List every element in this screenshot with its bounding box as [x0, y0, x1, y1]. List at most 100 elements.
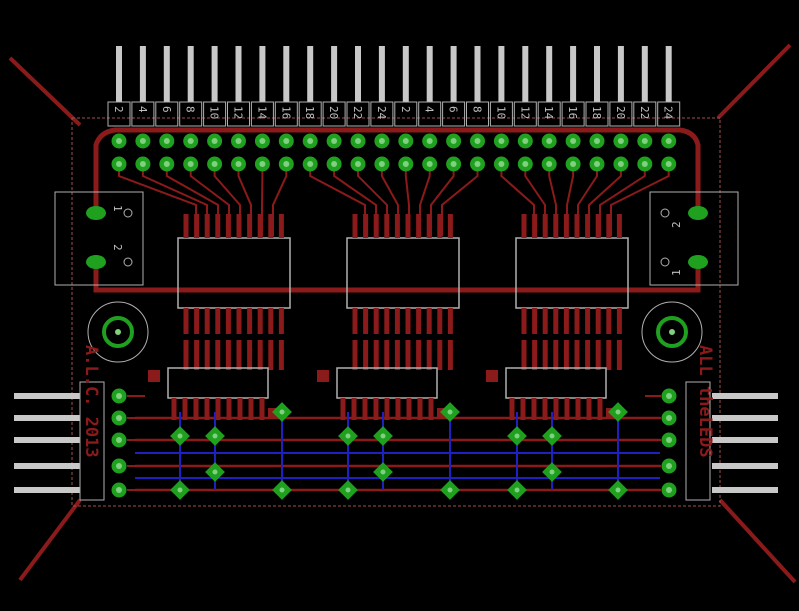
- ic-pin: [352, 214, 358, 238]
- header-pin-label: 14: [255, 106, 268, 120]
- ic-pin: [247, 214, 253, 238]
- header-pin-label: 4: [136, 106, 149, 113]
- header-pad-hole: [139, 138, 146, 144]
- header-pin-label: 4: [423, 106, 436, 113]
- ic-pin: [406, 398, 412, 420]
- ic-pin: [416, 214, 422, 238]
- header-pin: [378, 46, 385, 102]
- ic-pin: [204, 340, 210, 370]
- ic-pin: [204, 214, 210, 238]
- header-label-box: [585, 101, 609, 127]
- header-pin-label: 6: [160, 106, 173, 113]
- ic-pin: [394, 308, 400, 334]
- ic-pin: [531, 398, 537, 420]
- via-hole: [279, 409, 285, 415]
- via-hole: [380, 433, 386, 439]
- header-pin: [163, 46, 170, 102]
- header-pad-hole: [450, 161, 457, 167]
- ic-pin: [426, 340, 432, 370]
- header-pin: [617, 46, 624, 102]
- header-label-box: [250, 101, 274, 127]
- ic-body-lower: [167, 367, 269, 399]
- header-pad-hole: [259, 138, 266, 144]
- ic-pin: [542, 340, 548, 370]
- side-pin-right: [712, 437, 778, 443]
- ic-pin: [426, 214, 432, 238]
- side-pad-hole: [666, 393, 672, 399]
- header-label-box: [633, 101, 657, 127]
- ic-pin: [278, 340, 284, 370]
- ic-pin: [247, 308, 253, 334]
- header-pad-hole: [665, 138, 672, 144]
- header-label-box: [442, 101, 466, 127]
- ic-pin: [586, 398, 592, 420]
- ic-pin: [225, 214, 231, 238]
- header-label-box: [418, 101, 442, 127]
- header-pin-label: 24: [375, 106, 388, 120]
- header-label-box: [609, 101, 633, 127]
- ic-pin: [248, 398, 254, 420]
- ic-pin: [509, 398, 515, 420]
- ic-pin: [215, 308, 221, 334]
- ic-pin: [215, 398, 221, 420]
- header-pad-hole: [307, 161, 314, 167]
- via-hole: [514, 487, 520, 493]
- ic-pin: [564, 398, 570, 420]
- side-header-box-right: [685, 381, 711, 501]
- ic-pin: [563, 308, 569, 334]
- header-pad-hole: [116, 138, 122, 144]
- header-pad-hole: [402, 161, 409, 167]
- ic-pin: [595, 214, 601, 238]
- ic-pin: [417, 398, 423, 420]
- ic-pin: [447, 308, 453, 334]
- header-pin-label: 18: [303, 106, 316, 119]
- side-pad-hole: [666, 487, 672, 493]
- header-pad-hole: [498, 161, 505, 167]
- header-pad-hole: [163, 138, 170, 144]
- ic-pin: [183, 340, 189, 370]
- via-hole: [549, 433, 555, 439]
- header-pad-hole: [402, 138, 409, 144]
- header-pin-label: 20: [327, 106, 340, 119]
- ic-pin: [395, 398, 401, 420]
- board-outline: [71, 117, 721, 507]
- header-label-box: [466, 101, 489, 127]
- side-pad-hole: [116, 437, 122, 443]
- via-hole: [380, 469, 386, 475]
- header-pad-rows: [111, 133, 677, 172]
- smd-pad: [148, 370, 160, 382]
- header-pad-hole: [235, 138, 242, 144]
- header-pin: [235, 46, 242, 102]
- header-pad-hole: [331, 161, 338, 167]
- ic-pin: [606, 308, 612, 334]
- via-hole: [345, 433, 351, 439]
- ic-pin: [384, 340, 390, 370]
- ic-pin: [437, 308, 443, 334]
- header-pad-hole: [546, 161, 553, 167]
- ic-pin: [585, 214, 591, 238]
- header-pad-hole: [546, 138, 553, 144]
- via-hole: [447, 487, 453, 493]
- ic-pin: [563, 340, 569, 370]
- ic-pin: [595, 308, 601, 334]
- via-hole: [177, 487, 183, 493]
- ic-pin: [585, 340, 591, 370]
- bottom-matrix-traces: [135, 402, 660, 500]
- header-pin-label: 10: [208, 106, 221, 119]
- side-pad-hole: [116, 487, 122, 493]
- ic-body-upper: [515, 237, 629, 309]
- ic-pin: [257, 340, 263, 370]
- ic-pin: [616, 214, 622, 238]
- right-connector-pin-2-label: 2: [670, 221, 683, 228]
- ic-pin: [236, 340, 242, 370]
- ic-pin: [225, 340, 231, 370]
- header-pin-label: 2: [399, 106, 412, 113]
- header-pad-hole: [665, 161, 672, 167]
- silkscreen-left-text: A.L.C. 2013: [81, 345, 101, 458]
- smd-pad: [317, 370, 329, 382]
- ic-pin: [405, 308, 411, 334]
- ic-pin: [257, 214, 263, 238]
- ic-pin: [542, 308, 548, 334]
- ic-pin: [606, 214, 612, 238]
- header-label-box: [370, 101, 394, 127]
